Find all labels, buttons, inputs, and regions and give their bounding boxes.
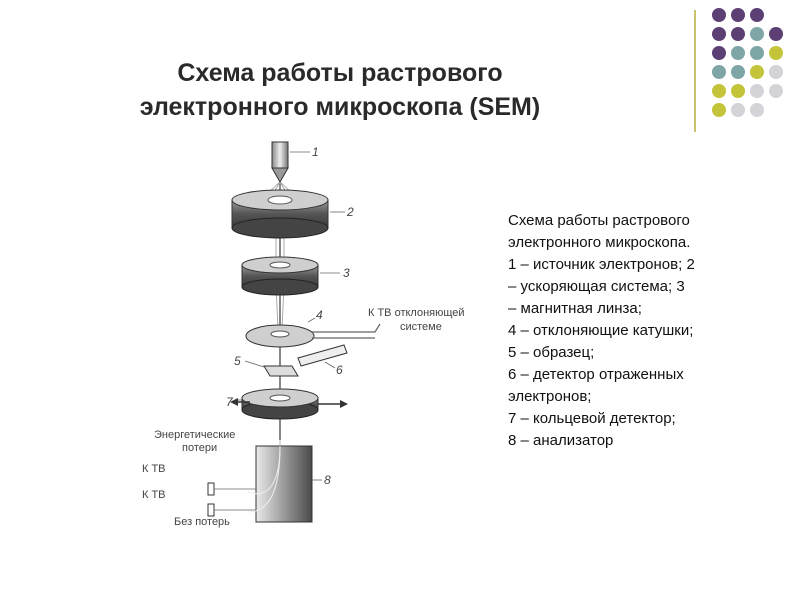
decor-dot [750, 65, 764, 79]
label-number-5: 5 [234, 354, 241, 368]
label-no-loss: Без потерь [174, 516, 230, 528]
decor-dot [712, 46, 726, 60]
description-line: 1 – источник электронов; 2 [508, 256, 695, 273]
label-number-3: 3 [343, 266, 350, 280]
decor-dot [731, 46, 745, 60]
slide-title-line1: Схема работы растрового [177, 59, 503, 87]
decor-dot [712, 65, 726, 79]
description-line: 4 – отклоняющие катушки; [508, 322, 694, 339]
label-number-2: 2 [346, 205, 354, 219]
backscatter-detector [297, 344, 348, 369]
decor-dot [731, 8, 745, 22]
decor-dot [750, 8, 764, 22]
decor-dot [731, 103, 745, 117]
decor-dot [731, 65, 745, 79]
slide-title: Схема работы растрового электронного мик… [60, 56, 620, 124]
decor-dot [769, 46, 783, 60]
sample [244, 360, 299, 377]
description-line: – магнитная линза; [508, 300, 642, 317]
decor-vertical-line [694, 10, 696, 132]
decor-dot [750, 84, 764, 98]
description-line: Схема работы растрового [508, 212, 690, 229]
label-deflect-line2: системе [400, 321, 442, 333]
label-energy-loss-line1: Энергетические [154, 429, 235, 441]
decor-dot [750, 103, 764, 117]
label-number-4: 4 [316, 308, 323, 322]
sem-diagram: 1 2 3 4 К ТВ отклоняющей системе 5 6 [142, 141, 465, 528]
decor-dot [731, 27, 745, 41]
description-line: 5 – образец; [508, 344, 595, 361]
decor-dot [712, 84, 726, 98]
decor-dot [712, 8, 726, 22]
description-line: – ускоряющая система; 3 [508, 278, 685, 295]
label-number-1: 1 [312, 145, 319, 159]
description-line: 6 – детектор отраженных [508, 366, 684, 383]
analyzer [207, 445, 322, 523]
description-line: электронов; [508, 388, 592, 405]
electron-source [259, 141, 310, 203]
decor-dot [712, 27, 726, 41]
slide-title-line2: электронного микроскопа (SEM) [139, 93, 541, 121]
decor-dot [769, 84, 783, 98]
magnetic-lens [241, 256, 340, 296]
label-ktv-upper: К ТВ [142, 463, 166, 475]
deflection-coils [245, 317, 381, 348]
label-number-6: 6 [336, 363, 343, 377]
label-energy-loss-line2: потери [182, 442, 217, 454]
label-deflect-line1: К ТВ отклоняющей [368, 307, 465, 319]
description-line: 7 – кольцевой детектор; [508, 410, 676, 427]
decor-dot [712, 103, 726, 117]
decor-dot [750, 27, 764, 41]
description-line: электронного микроскопа. [508, 234, 691, 251]
description-text: Схема работы растрового электронного микр… [508, 210, 788, 452]
decor-dot [769, 27, 783, 41]
label-ktv-lower: К ТВ [142, 489, 166, 501]
annular-detector [230, 388, 348, 420]
label-number-7: 7 [226, 395, 234, 409]
label-number-8: 8 [324, 473, 331, 487]
decor-dot [769, 65, 783, 79]
description-line: 8 – анализатор [508, 432, 614, 449]
accelerating-system [231, 189, 345, 239]
decor-dot [750, 46, 764, 60]
decor-dot [731, 84, 745, 98]
